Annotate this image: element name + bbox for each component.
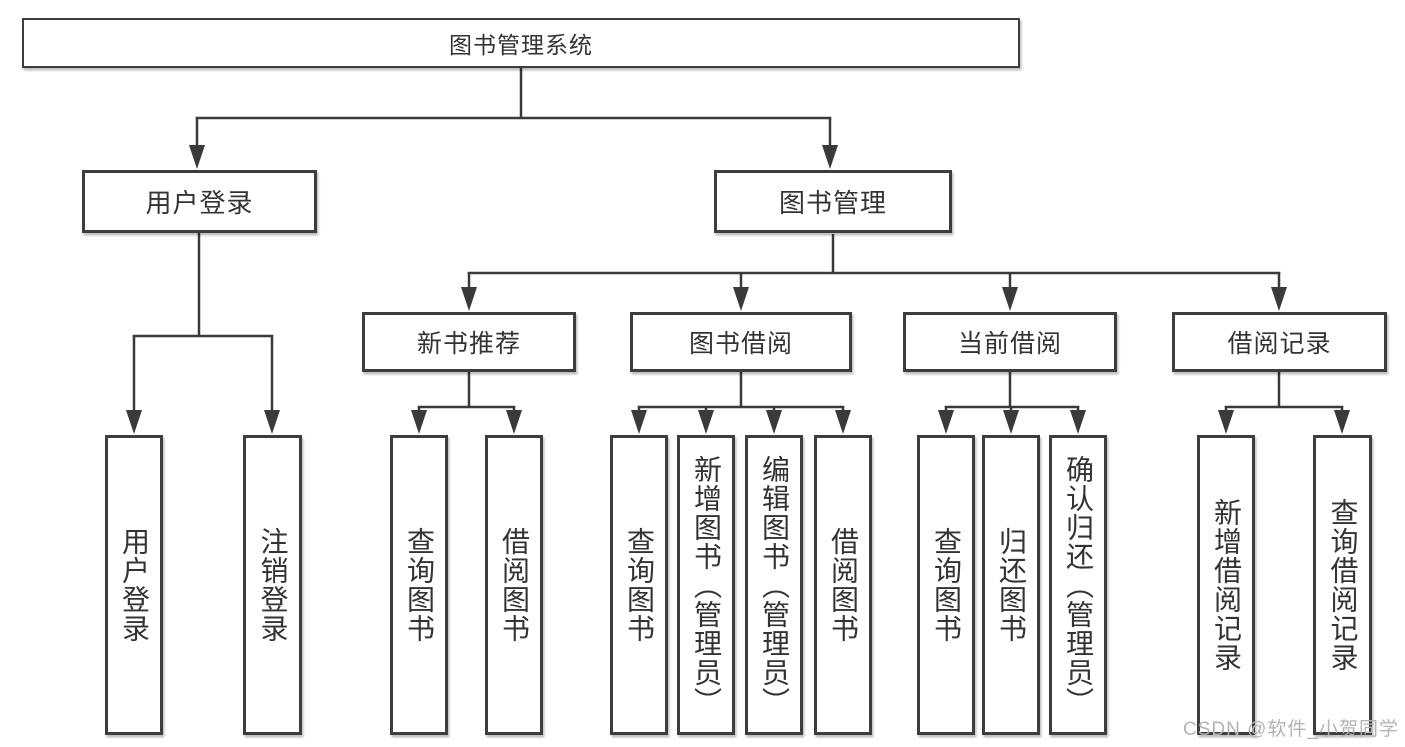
node-current-borrow: 当前借阅 — [903, 312, 1117, 372]
leaf-query-books-3-label: 查询图书 — [931, 527, 962, 643]
node-new-book-recommend: 新书推荐 — [362, 312, 576, 372]
leaf-edit-books-admin: 编辑图书（管理员） — [745, 435, 803, 735]
connector-root — [189, 68, 838, 169]
leaf-confirm-return-admin-label: 确认归还（管理员） — [1063, 454, 1094, 716]
connector-current-borrow — [938, 372, 1086, 434]
leaf-query-books-3: 查询图书 — [917, 435, 975, 735]
leaf-confirm-return-admin: 确认归还（管理员） — [1049, 435, 1107, 735]
node-book-borrow: 图书借阅 — [630, 312, 852, 372]
leaf-borrow-books-1: 借阅图书 — [485, 435, 543, 735]
leaf-add-borrow-record: 新增借阅记录 — [1197, 435, 1255, 735]
node-user-login: 用户登录 — [82, 170, 317, 233]
node-root-label: 图书管理系统 — [449, 32, 593, 58]
leaf-return-books: 归还图书 — [982, 435, 1040, 735]
leaf-return-books-label: 归还图书 — [996, 527, 1027, 643]
leaf-add-books-admin: 新增图书（管理员） — [677, 435, 735, 735]
leaf-query-books-1: 查询图书 — [390, 435, 448, 735]
leaf-user-login-label: 用户登录 — [119, 527, 150, 643]
leaf-logout: 注销登录 — [243, 435, 302, 735]
leaf-query-books-1-label: 查询图书 — [404, 527, 435, 643]
connector-new-books — [411, 372, 522, 434]
connector-borrow-records — [1218, 372, 1350, 434]
connector-book-management — [461, 234, 1287, 311]
leaf-query-borrow-record: 查询借阅记录 — [1313, 435, 1372, 735]
node-current-borrow-label: 当前借阅 — [957, 330, 1062, 358]
node-new-book-recommend-label: 新书推荐 — [416, 330, 521, 358]
leaf-query-books-2: 查询图书 — [610, 435, 668, 735]
node-borrow-records: 借阅记录 — [1172, 312, 1387, 372]
leaf-user-login: 用户登录 — [105, 435, 163, 735]
node-borrow-records-label: 借阅记录 — [1227, 330, 1332, 358]
leaf-query-books-2-label: 查询图书 — [624, 527, 655, 643]
node-book-management-label: 图书管理 — [778, 188, 887, 218]
csdn-watermark: CSDN @软件_小贺同学 — [1183, 719, 1399, 740]
node-root: 图书管理系统 — [22, 18, 1020, 68]
leaf-add-borrow-record-label: 新增借阅记录 — [1211, 498, 1242, 672]
leaf-logout-label: 注销登录 — [257, 527, 289, 643]
leaf-borrow-books-2-label: 借阅图书 — [828, 527, 859, 643]
connector-book-borrow — [631, 372, 851, 434]
connector-user-login — [126, 233, 280, 434]
node-book-management: 图书管理 — [714, 170, 952, 233]
leaf-borrow-books-2: 借阅图书 — [814, 435, 872, 735]
leaf-query-borrow-record-label: 查询借阅记录 — [1327, 498, 1359, 672]
leaf-borrow-books-1-label: 借阅图书 — [499, 527, 530, 643]
node-book-borrow-label: 图书借阅 — [688, 330, 793, 358]
node-user-login-label: 用户登录 — [145, 188, 254, 218]
leaf-edit-books-admin-label: 编辑图书（管理员） — [759, 454, 790, 716]
leaf-add-books-admin-label: 新增图书（管理员） — [691, 454, 722, 716]
